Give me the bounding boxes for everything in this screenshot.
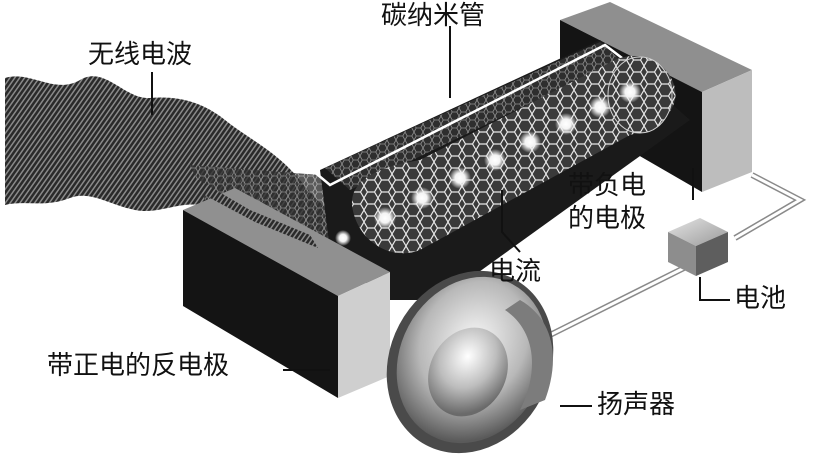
electrode-frame-line	[311, 43, 623, 187]
electron	[619, 81, 641, 103]
label-current: 电流	[489, 257, 542, 287]
electron	[374, 207, 396, 229]
speaker	[386, 270, 554, 454]
wave-beam	[190, 165, 360, 245]
electron	[519, 131, 541, 153]
electron	[411, 187, 433, 209]
circuit-wires	[538, 172, 807, 343]
label-negative-electrode-line2: 的电极	[568, 204, 647, 234]
electron	[589, 96, 611, 118]
leader-battery	[699, 277, 730, 301]
hex-field	[325, 42, 620, 190]
electron	[335, 230, 351, 246]
electron-chain	[335, 81, 641, 246]
label-negative-electrode-line1: 带负电	[568, 171, 647, 201]
electron	[555, 113, 577, 135]
wave-ridge	[190, 175, 318, 248]
electron	[449, 167, 471, 189]
label-battery: 电池	[734, 284, 787, 314]
leader-lines	[151, 26, 730, 407]
positive-counter-electrode	[183, 188, 390, 398]
label-speaker: 扬声器	[597, 390, 676, 420]
label-nanotube: 碳纳米管	[381, 1, 486, 31]
label-radio-wave: 无线电波	[88, 40, 193, 70]
battery-cube	[668, 218, 728, 276]
electron	[484, 149, 506, 171]
leader-current	[501, 190, 521, 253]
label-positive-counter-electrode: 带正电的反电极	[47, 351, 230, 381]
